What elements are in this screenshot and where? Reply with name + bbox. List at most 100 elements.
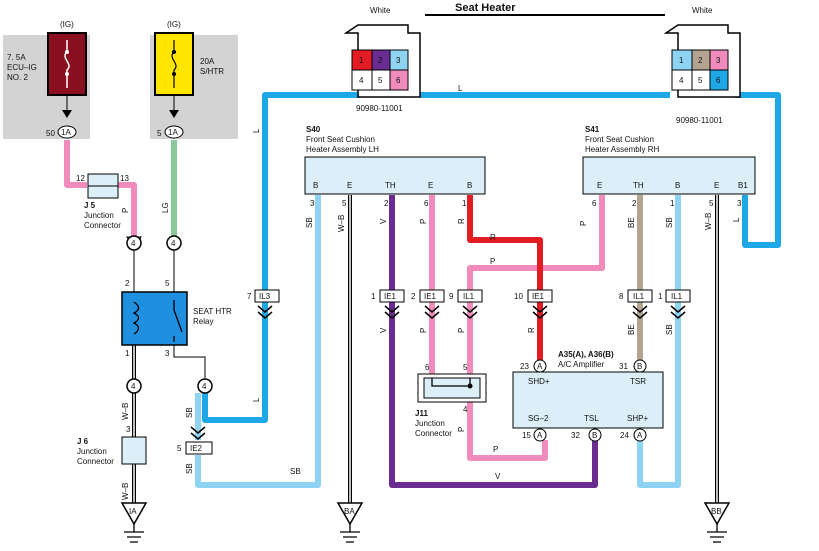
svg-text:B: B bbox=[592, 431, 597, 440]
svg-text:A: A bbox=[537, 431, 543, 440]
diagram-title: Seat Heater bbox=[455, 2, 516, 14]
svg-text:10: 10 bbox=[514, 292, 523, 301]
svg-text:IL3: IL3 bbox=[259, 292, 271, 301]
fuse-ecu-pin: 50 bbox=[46, 129, 55, 138]
svg-text:9: 9 bbox=[449, 292, 454, 301]
svg-text:SB: SB bbox=[185, 407, 194, 418]
svg-text:24: 24 bbox=[620, 431, 629, 440]
svg-text:4: 4 bbox=[131, 239, 136, 248]
relay-name-2: Relay bbox=[193, 317, 213, 326]
svg-text:E: E bbox=[714, 181, 719, 190]
j5-pin-12: 12 bbox=[76, 174, 85, 183]
svg-text:IL1: IL1 bbox=[633, 292, 645, 301]
splice-4-c: 4 bbox=[126, 378, 142, 394]
relay-coil bbox=[132, 301, 140, 335]
svg-text:TSL: TSL bbox=[584, 414, 599, 423]
wire-v bbox=[389, 195, 598, 488]
svg-text:E: E bbox=[428, 181, 433, 190]
svg-text:5: 5 bbox=[709, 199, 714, 208]
svg-text:SHP+: SHP+ bbox=[627, 414, 648, 423]
svg-text:2: 2 bbox=[632, 199, 637, 208]
svg-text:5: 5 bbox=[378, 76, 383, 85]
svg-text:V: V bbox=[495, 472, 501, 481]
svg-text:6: 6 bbox=[425, 363, 430, 372]
relay-switch bbox=[173, 300, 183, 342]
svg-text:3: 3 bbox=[310, 199, 315, 208]
svg-text:P: P bbox=[493, 445, 498, 454]
svg-text:S40: S40 bbox=[306, 125, 321, 134]
svg-text:1: 1 bbox=[359, 56, 364, 65]
svg-text:4: 4 bbox=[131, 382, 136, 391]
svg-text:3: 3 bbox=[716, 56, 721, 65]
svg-text:A: A bbox=[637, 431, 643, 440]
fuse-ecu-name-1: ECU–IG bbox=[7, 63, 37, 72]
svg-text:P: P bbox=[579, 221, 588, 226]
svg-text:IE1: IE1 bbox=[424, 292, 437, 301]
svg-text:Heater Assembly RH: Heater Assembly RH bbox=[585, 145, 659, 154]
svg-text:4: 4 bbox=[679, 76, 684, 85]
top-connector-lh: White 1 2 3 4 5 6 90980-11001 bbox=[343, 6, 421, 113]
j6-connector bbox=[121, 436, 147, 465]
fuse-ecu-conn bbox=[57, 125, 77, 139]
j11-connector: 6 5 4 J11 Junction Connector bbox=[415, 363, 487, 438]
wire-sb-s40 bbox=[195, 195, 321, 488]
relay-name-1: SEAT HTR bbox=[193, 307, 232, 316]
svg-text:P: P bbox=[419, 219, 428, 224]
j6-id: J 6 bbox=[77, 437, 89, 446]
j6-label-2: Connector bbox=[77, 457, 114, 466]
svg-text:V: V bbox=[379, 218, 388, 224]
svg-text:1: 1 bbox=[371, 292, 376, 301]
fuse-ecu-ign: (IG) bbox=[60, 20, 74, 29]
svg-text:P: P bbox=[457, 328, 466, 333]
svg-text:R: R bbox=[457, 218, 466, 224]
fuse-shtr-rating: 20A bbox=[200, 57, 215, 66]
fuse-ecu-arrow bbox=[62, 110, 72, 118]
fuse-shtr-ign: (IG) bbox=[167, 20, 181, 29]
relay-lead-3 bbox=[173, 345, 206, 378]
svg-text:V: V bbox=[379, 327, 388, 333]
svg-text:P: P bbox=[457, 427, 466, 432]
splice-4-a: 4 bbox=[126, 235, 142, 252]
svg-text:2: 2 bbox=[384, 199, 389, 208]
svg-text:5: 5 bbox=[698, 76, 703, 85]
wire-l-top bbox=[262, 92, 781, 290]
svg-text:E: E bbox=[347, 181, 352, 190]
fuse-shtr-conn bbox=[164, 125, 184, 139]
splice-4-d: 4 bbox=[197, 378, 213, 394]
svg-text:4: 4 bbox=[171, 239, 176, 248]
inline-ie1-c: IE1 10 bbox=[514, 289, 553, 319]
svg-text:32: 32 bbox=[571, 431, 580, 440]
wire-p-sg2 bbox=[467, 402, 548, 461]
svg-text:L: L bbox=[458, 84, 463, 93]
svg-text:2: 2 bbox=[698, 56, 703, 65]
svg-text:W–B: W–B bbox=[121, 483, 130, 500]
svg-text:B1: B1 bbox=[738, 181, 748, 190]
svg-text:4: 4 bbox=[202, 382, 207, 391]
svg-text:5: 5 bbox=[342, 199, 347, 208]
svg-text:Heater Assembly LH: Heater Assembly LH bbox=[306, 145, 379, 154]
j5-label-2: Connector bbox=[84, 221, 121, 230]
svg-text:White: White bbox=[370, 6, 391, 15]
svg-text:BE: BE bbox=[627, 324, 636, 335]
svg-text:J11: J11 bbox=[415, 409, 428, 418]
svg-text:SB: SB bbox=[185, 463, 194, 474]
inline-il3: IL3 7 bbox=[247, 289, 280, 319]
svg-text:2: 2 bbox=[378, 56, 383, 65]
ie2-label: IE2 bbox=[190, 444, 203, 453]
wire-sb-s41 bbox=[637, 195, 681, 488]
svg-text:1: 1 bbox=[462, 199, 467, 208]
svg-text:6: 6 bbox=[592, 199, 597, 208]
ground-bb: BB bbox=[703, 502, 731, 543]
svg-text:SB: SB bbox=[665, 324, 674, 335]
svg-text:1: 1 bbox=[670, 199, 675, 208]
fuse-ecu-conn-label: 1A bbox=[61, 128, 71, 137]
svg-text:B: B bbox=[313, 181, 318, 190]
svg-text:TH: TH bbox=[385, 181, 396, 190]
svg-text:L: L bbox=[732, 217, 741, 222]
j6-label-1: Junction bbox=[77, 447, 107, 456]
wire-p-fuse bbox=[64, 140, 137, 237]
svg-text:BB: BB bbox=[711, 507, 722, 516]
svg-text:IA: IA bbox=[129, 507, 137, 516]
inline-il1-c: IL1 1 bbox=[658, 289, 691, 319]
